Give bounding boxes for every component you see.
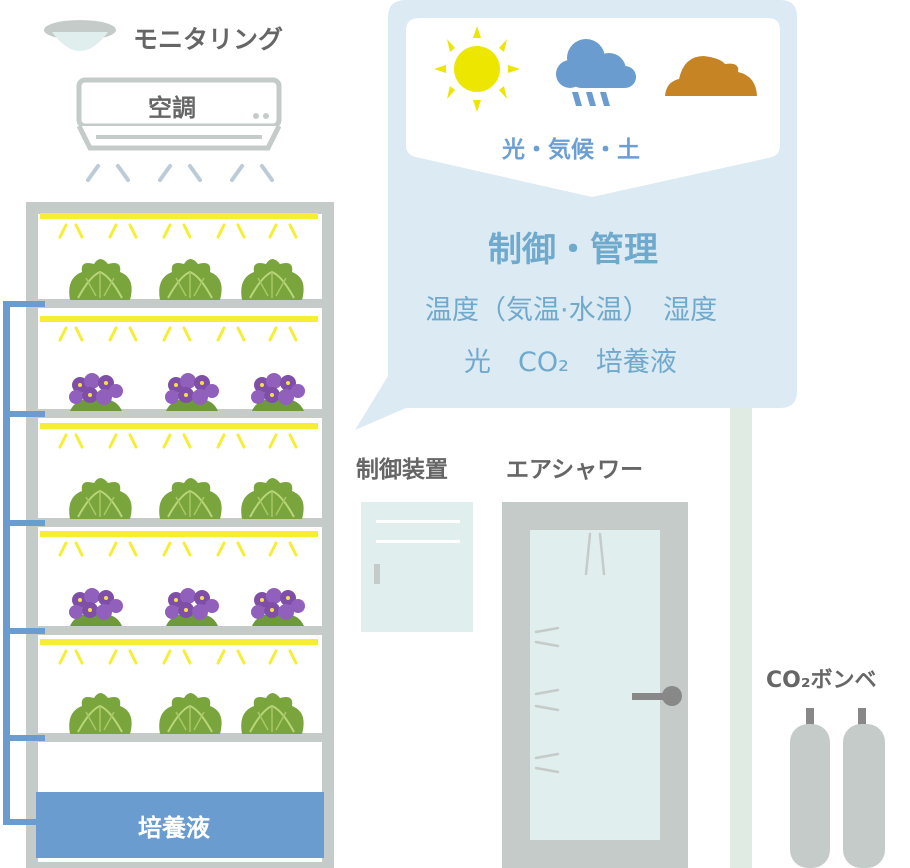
controller-label: 制御装置 — [356, 457, 448, 483]
controller-icon — [361, 502, 473, 632]
growing-shelf — [26, 202, 334, 868]
air-shower-label: エアシャワー — [506, 457, 644, 483]
nature-label: 光・気候・土 — [502, 137, 640, 163]
air-shower-door — [502, 502, 688, 868]
control-title: 制御・管理 — [488, 230, 658, 270]
nutrient-tank-label: 培養液 — [138, 814, 210, 842]
monitoring-camera-icon — [44, 20, 116, 51]
monitoring-label: モニタリング — [133, 25, 284, 54]
nutrient-pipe — [3, 301, 45, 825]
air-conditioner-icon — [76, 77, 282, 182]
co2-cylinder-label: CO₂ボンベ — [766, 668, 877, 693]
air-conditioner-label: 空調 — [148, 94, 196, 122]
soil-icon — [665, 56, 757, 96]
rain-cloud-icon — [556, 39, 636, 106]
control-items-line2: 光 CO₂ 培養液 — [464, 347, 677, 378]
speech-bubble — [355, 0, 797, 430]
co2-cylinder-icon — [790, 708, 885, 868]
nutrient-tank — [36, 792, 324, 858]
control-items-line1: 温度（気温·水温） 湿度 — [425, 295, 718, 326]
sun-icon — [434, 26, 520, 112]
